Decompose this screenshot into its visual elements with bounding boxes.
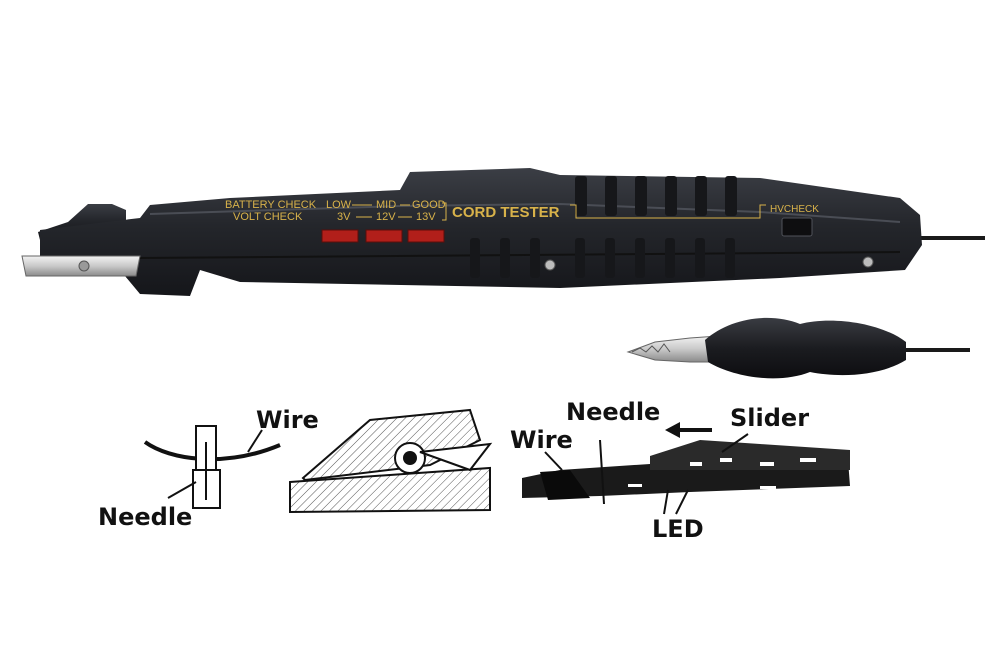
volt-12-label: 12V bbox=[376, 211, 396, 223]
needle-wire-in-slot bbox=[599, 439, 605, 505]
diagram-wire-needle: Wire Needle bbox=[98, 406, 319, 531]
right-slider-label: Slider bbox=[730, 404, 809, 432]
battery-check-label: BATTERY CHECK bbox=[225, 199, 317, 211]
clip-boot bbox=[705, 317, 906, 379]
needle-pointer bbox=[167, 481, 197, 499]
led-good bbox=[407, 229, 445, 243]
alligator-clip bbox=[626, 317, 970, 379]
right-needle-label: Needle bbox=[566, 398, 660, 426]
cord-tester-device: BATTERY CHECK VOLT CHECK LOW MID GOOD 3V… bbox=[21, 168, 985, 296]
volt-3-label: 3V bbox=[337, 211, 351, 223]
led-low bbox=[321, 229, 359, 243]
screw-icon bbox=[544, 259, 556, 271]
volt-13-label: 13V bbox=[416, 211, 436, 223]
product-name-label: CORD TESTER bbox=[452, 204, 560, 221]
level-low-label: LOW bbox=[326, 199, 352, 211]
level-good-label: GOOD bbox=[412, 199, 446, 211]
diagram-cross-section bbox=[289, 408, 493, 514]
right-wire-label: Wire bbox=[510, 426, 573, 454]
volt-check-label: VOLT CHECK bbox=[233, 211, 303, 223]
level-mid-label: MID bbox=[376, 199, 396, 211]
diagram-slider-led: Wire Needle Slider LED bbox=[510, 398, 850, 543]
hv-check-button[interactable] bbox=[781, 217, 813, 237]
wire-pointer bbox=[247, 429, 263, 453]
right-led-label: LED bbox=[652, 515, 704, 543]
hv-check-label: HVCHECK bbox=[770, 204, 819, 215]
grip-ribs bbox=[470, 176, 737, 278]
left-wire-label: Wire bbox=[256, 406, 319, 434]
screw-icon bbox=[862, 256, 874, 268]
led-mid bbox=[365, 229, 403, 243]
left-needle-label: Needle bbox=[98, 503, 192, 531]
